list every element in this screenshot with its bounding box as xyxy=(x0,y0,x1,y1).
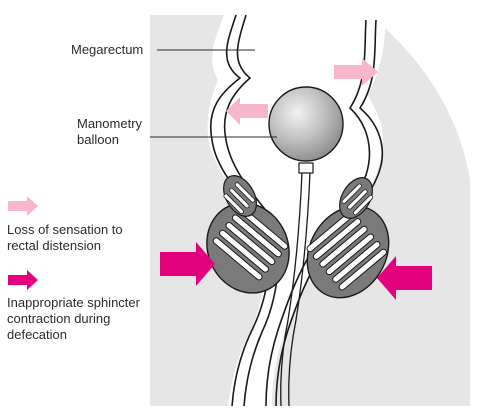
catheter-connector xyxy=(298,162,314,174)
manometry-balloon xyxy=(268,86,344,162)
legend-loss-of-sensation-label: Loss of sensation to rectal distension xyxy=(7,222,123,253)
catheter-tube xyxy=(280,171,303,407)
catheter-tube-inner xyxy=(288,171,311,407)
legend-light-arrow-swatch xyxy=(8,196,38,216)
left-sphincter-muscle xyxy=(206,175,290,294)
legend-dark-arrow-swatch xyxy=(8,270,38,290)
dark-arrow-right xyxy=(377,256,432,300)
legend-sphincter-contraction-label: Inappropriate sphincter contraction duri… xyxy=(7,295,140,342)
manometry-balloon-label: Manometry balloon xyxy=(77,116,143,147)
dark-arrow-left xyxy=(160,242,215,286)
light-arrow-right xyxy=(334,58,378,86)
light-arrow-left xyxy=(226,97,268,125)
megarectum-label: Megarectum xyxy=(71,42,144,57)
left-pelvic-tissue xyxy=(150,15,265,406)
right-sphincter-muscle xyxy=(306,177,390,299)
